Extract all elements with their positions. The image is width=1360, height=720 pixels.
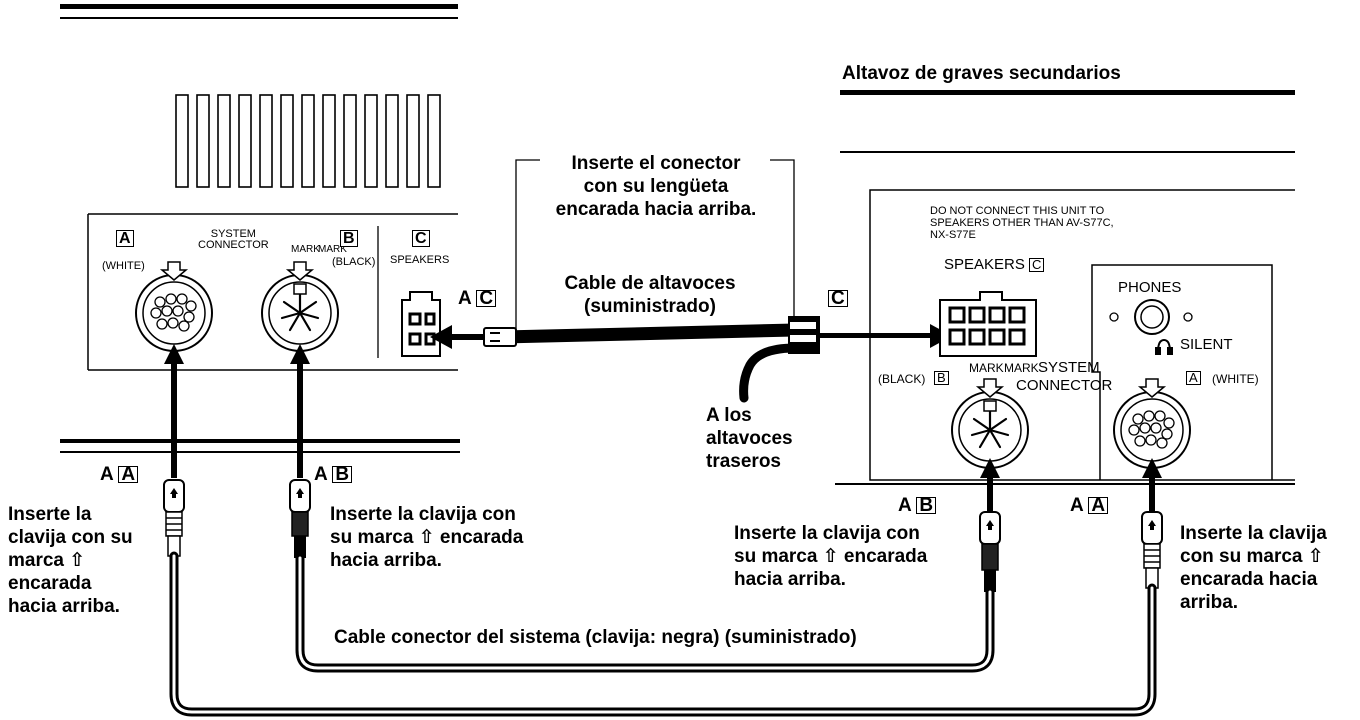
right-plug-b[interactable] [979, 511, 1001, 592]
subwoofer-title: Altavoz de graves secundarios [842, 63, 1121, 84]
sub-jack-a[interactable] [1113, 378, 1191, 469]
headphone-icon [1155, 338, 1173, 355]
right-b-label: A B [898, 494, 937, 517]
system-connector-cables [169, 551, 1157, 717]
main-mark-left: MARK [291, 244, 320, 255]
main-speakers-jack[interactable] [401, 291, 441, 357]
main-jack-a[interactable] [135, 261, 213, 352]
main-system-connector-label: SYSTEM CONNECTOR [198, 228, 269, 251]
sub-warning: DO NOT CONNECT THIS UNIT TO SPEAKERS OTH… [930, 205, 1114, 241]
plug-note-right-b: Inserte la clavija con su marca ⇧ encara… [734, 523, 928, 590]
left-plug-a[interactable] [163, 479, 185, 557]
tab-note-bracket [515, 159, 795, 332]
to-sub-speakers-label: C [828, 287, 848, 310]
right-rules [840, 90, 1295, 153]
main-jack-b[interactable] [261, 261, 339, 352]
left-plug-b[interactable] [289, 479, 311, 558]
main-unit-vents [175, 94, 441, 188]
speaker-cable-label: Cable de altavoces (suministrado) [564, 273, 736, 317]
left-insert-arrows [164, 344, 310, 478]
sub-connector-label: CONNECTOR [1016, 377, 1113, 394]
plug-note-left-b: Inserte la clavija con su marca ⇧ encara… [330, 504, 524, 571]
to-main-speakers-label: A C [458, 287, 497, 310]
sub-speakers-jack[interactable] [939, 291, 1037, 357]
sub-speakers-label: SPEAKERS C [944, 257, 1045, 273]
subwoofer-panel [835, 189, 1295, 485]
sub-jack-b-color: (BLACK) [878, 372, 926, 386]
sub-system-label: SYSTEM [1038, 359, 1100, 376]
main-jack-a-box: A [116, 230, 134, 248]
rear-speakers-label: A los altavoces traseros [706, 405, 793, 472]
silent-label: SILENT [1180, 336, 1233, 353]
sub-jack-a-box: A [1186, 369, 1201, 387]
sub-mark-right: MARK [1004, 361, 1039, 375]
main-unit-panel [60, 213, 460, 453]
system-cable-label: Cable conector del sistema (clavija: neg… [334, 627, 857, 648]
phones-label: PHONES [1118, 279, 1182, 296]
main-speakers-box: C [412, 230, 430, 248]
main-jack-b-box: B [340, 230, 358, 248]
top-left-rules [60, 4, 458, 19]
left-a-label: A A [100, 463, 139, 486]
sub-jack-b[interactable] [951, 378, 1029, 469]
left-b-label: A B [314, 463, 353, 486]
plug-note-right-a: Inserte la clavija con su marca ⇧ encara… [1180, 523, 1327, 613]
sub-jack-a-color: (WHITE) [1212, 372, 1259, 386]
sub-jack-b-box: B [934, 369, 949, 387]
main-mark-right: MARK [318, 244, 347, 255]
right-insert-arrows [980, 458, 1162, 512]
main-jack-b-color: (BLACK) [332, 256, 376, 268]
main-speakers-label: SPEAKERS [390, 254, 450, 266]
plug-note-left-a: Inserte la clavija con su marca ⇧ encara… [8, 504, 133, 617]
phones-jack[interactable] [1109, 299, 1193, 335]
right-a-label: A A [1070, 494, 1109, 517]
right-plug-a[interactable] [1141, 511, 1163, 589]
main-jack-a-color: (WHITE) [102, 260, 145, 272]
sub-mark-left: MARK [969, 361, 1004, 375]
speaker-cable [430, 316, 952, 403]
tab-note: Inserte el conector con su lengüeta enca… [555, 153, 757, 220]
